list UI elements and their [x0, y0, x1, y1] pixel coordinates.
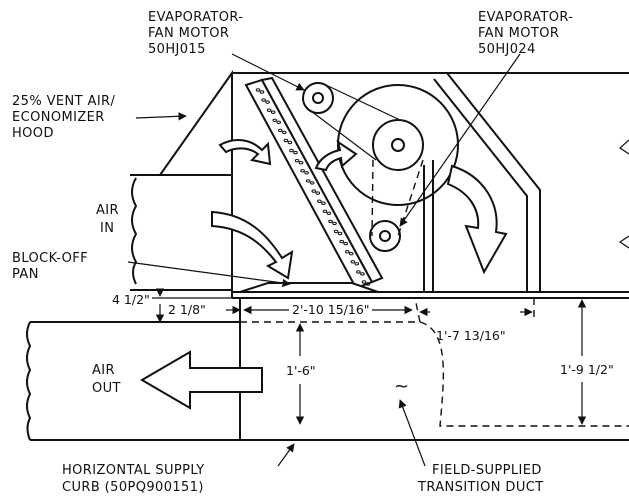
dim-1-6: 1'-6" — [286, 363, 316, 378]
dimension-lines — [152, 288, 600, 425]
filter-dot — [282, 130, 287, 135]
filter-dot — [360, 272, 365, 276]
filter-dot — [287, 140, 293, 145]
filter-dot — [328, 219, 333, 224]
filter-dot — [349, 252, 354, 256]
filter-dot — [337, 231, 343, 236]
filter-dot — [255, 88, 261, 92]
filter-dot — [276, 120, 282, 125]
supply-curb — [26, 297, 629, 441]
filter-dot — [354, 262, 360, 266]
filter-dot — [333, 229, 339, 234]
dimension-texts: 4 1/2" 2 1/8" 2'-10 15/16" 1'-7 13/16" 1… — [112, 292, 614, 378]
label-motor-015-line2: FAN MOTOR — [148, 26, 229, 41]
dim-1-9-1-2: 1'-9 1/2" — [560, 362, 614, 377]
economizer-hood — [158, 69, 233, 176]
filter-dot — [356, 270, 361, 274]
block-off-pan — [239, 282, 379, 293]
filter-dot — [283, 138, 289, 143]
filter-dot — [339, 239, 345, 244]
filter-dot — [309, 181, 315, 185]
filter-dot — [350, 260, 356, 264]
dim-1-7-13-16: 1'-7 13/16" — [436, 328, 506, 343]
tilde-mark: ~ — [394, 376, 409, 397]
label-block-off-line1: BLOCK-OFF — [12, 251, 88, 266]
text-labels: EVAPORATOR- FAN MOTOR 50HJ015 EVAPORATOR… — [12, 10, 573, 495]
filter-dot — [322, 209, 328, 214]
filter-dot — [345, 250, 350, 254]
filter-dot — [259, 90, 265, 94]
filter-dot — [365, 282, 371, 286]
filter-dot — [265, 100, 270, 104]
label-hood-line3: HOOD — [12, 126, 54, 141]
filter-dot — [317, 199, 322, 203]
filter-dot — [272, 118, 278, 123]
filter-dot — [289, 148, 294, 153]
filter-dot — [304, 171, 309, 175]
filter-dot — [315, 191, 321, 195]
label-motor-015-line3: 50HJ015 — [148, 42, 206, 57]
fan-assembly — [218, 82, 508, 275]
filter-dot — [332, 221, 337, 226]
filter-rack — [244, 76, 384, 290]
dim-2-10-15-16: 2'-10 15/16" — [292, 302, 370, 317]
filter-dot — [305, 179, 311, 183]
filter-dot — [321, 201, 326, 205]
label-curb-line2: CURB (50PQ900151) — [62, 480, 204, 495]
filter-dot — [326, 211, 332, 216]
unit-body — [231, 72, 629, 299]
filter-dot — [311, 189, 317, 193]
filter-dot — [278, 128, 283, 133]
filter-dot — [261, 98, 266, 102]
filter-dot — [266, 108, 272, 112]
label-motor-024-line2: FAN MOTOR — [478, 26, 559, 41]
filter-dot — [361, 280, 367, 284]
filter-dot — [294, 159, 300, 163]
label-transition-line2: TRANSITION DUCT — [417, 480, 544, 495]
dim-2-1-8: 2 1/8" — [168, 302, 206, 317]
label-transition-line1: FIELD-SUPPLIED — [432, 463, 542, 478]
label-hood-line2: ECONOMIZER — [12, 110, 105, 125]
leader-lines — [127, 53, 521, 467]
filter-dot — [293, 150, 298, 155]
label-curb-line1: HORIZONTAL SUPPLY — [62, 463, 205, 478]
label-motor-024-line1: EVAPORATOR- — [478, 10, 573, 25]
label-air-in-line2: IN — [100, 221, 114, 236]
label-air-out-line2: OUT — [92, 381, 121, 396]
label-block-off-line2: PAN — [12, 267, 39, 282]
filter-dot — [343, 241, 349, 246]
filter-dot — [270, 110, 276, 114]
label-air-out-line1: AIR — [92, 363, 115, 378]
return-air-duct — [130, 174, 294, 291]
filter-dot — [300, 169, 305, 173]
label-hood-line1: 25% VENT AIR/ — [12, 94, 115, 109]
label-motor-015-line1: EVAPORATOR- — [148, 10, 243, 25]
label-motor-024-line3: 50HJ024 — [478, 42, 536, 57]
filter-dot — [298, 161, 304, 165]
label-air-in-line1: AIR — [96, 203, 119, 218]
dim-4-1-2: 4 1/2" — [112, 292, 150, 307]
